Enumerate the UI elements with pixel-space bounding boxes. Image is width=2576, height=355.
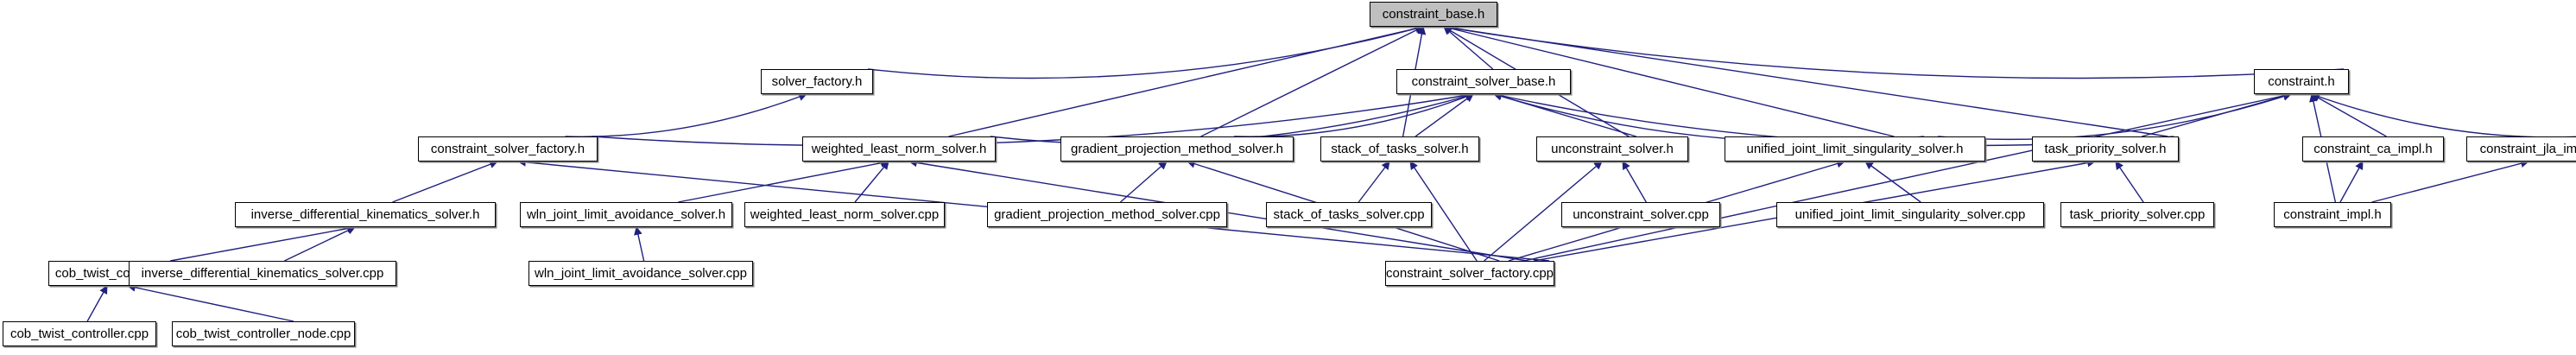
graph-node-stack-of-tasks-solver-cpp[interactable]: stack_of_tasks_solver.cpp: [1266, 202, 1432, 227]
graph-node-constraint-impl-h[interactable]: constraint_impl.h: [2274, 202, 2391, 227]
graph-node-label: unified_joint_limit_singularity_solver.h: [1746, 142, 1964, 156]
graph-node-label: inverse_differential_kinematics_solver.h: [250, 207, 480, 222]
graph-node-label: gradient_projection_method_solver.h: [1071, 142, 1283, 156]
graph-node-label: gradient_projection_method_solver.cpp: [994, 207, 1220, 222]
graph-edge: [1409, 161, 1478, 262]
graph-edge: [1358, 161, 1390, 203]
graph-edge: [1200, 26, 1424, 137]
graph-node-label: constraint.h: [2268, 74, 2335, 89]
graph-edge: [2311, 92, 2576, 138]
graph-node-stack-of-tasks-solver-h[interactable]: stack_of_tasks_solver.h: [1320, 136, 1479, 162]
graph-edge: [1443, 24, 1895, 137]
graph-edge: [1119, 161, 1168, 203]
graph-node-label: inverse_differential_kinematics_solver.c…: [141, 266, 384, 281]
graph-node-label: stack_of_tasks_solver.cpp: [1273, 207, 1425, 222]
graph-node-constraint-h[interactable]: constraint.h: [2254, 69, 2349, 94]
graph-edge: [1484, 161, 1603, 262]
graph-edge: [854, 161, 889, 203]
graph-node-label: cob_twist_controller.cpp: [9, 326, 149, 341]
graph-edge: [127, 283, 294, 322]
graph-node-label: unconstraint_solver.h: [1551, 142, 1674, 156]
graph-node-label: solver_factory.h: [771, 74, 863, 89]
graph-node-wln-joint-limit-avoidance-solver-cpp[interactable]: wln_joint_limit_avoidance_solver.cpp: [528, 261, 753, 286]
graph-node-unified-joint-limit-singularity-solver-h[interactable]: unified_joint_limit_singularity_solver.h: [1725, 136, 1985, 162]
graph-node-label: constraint_jla_impl.h: [2479, 142, 2576, 156]
graph-edge: [1864, 161, 1921, 203]
graph-node-label: weighted_least_norm_solver.h: [811, 142, 987, 156]
graph-edge: [1622, 161, 1647, 203]
graph-edge: [2339, 161, 2364, 203]
graph-node-label: constraint_solver_factory.cpp: [1386, 266, 1554, 281]
graph-node-cob-twist-controller-cpp[interactable]: cob_twist_controller.cpp: [3, 321, 156, 346]
graph-node-label: unconstraint_solver.cpp: [1573, 207, 1709, 222]
graph-edge: [170, 224, 356, 262]
graph-node-constraint-base-h[interactable]: constraint_base.h: [1370, 2, 1497, 27]
graph-node-label: cob_twist_controller_node.cpp: [175, 326, 351, 341]
graph-node-task-priority-solver-cpp[interactable]: task_priority_solver.cpp: [2060, 202, 2214, 227]
graph-node-gradient-projection-method-solver-cpp[interactable]: gradient_projection_method_solver.cpp: [987, 202, 1227, 227]
graph-node-label: constraint_solver_base.h: [1411, 74, 1556, 89]
graph-edge: [1493, 92, 1925, 143]
graph-node-wln-joint-limit-avoidance-solver-h[interactable]: wln_joint_limit_avoidance_solver.h: [520, 202, 732, 227]
graph-node-unconstraint-solver-h[interactable]: unconstraint_solver.h: [1536, 136, 1688, 162]
graph-node-gradient-projection-method-solver-h[interactable]: gradient_projection_method_solver.h: [1060, 136, 1294, 162]
graph-node-label: task_priority_solver.h: [2044, 142, 2167, 156]
graph-edge: [2371, 159, 2529, 203]
graph-edge: [1233, 92, 1474, 137]
graph-node-label: stack_of_tasks_solver.h: [1331, 142, 1469, 156]
graph-node-label: weighted_least_norm_solver.cpp: [750, 207, 940, 222]
graph-edge: [948, 24, 1424, 137]
graph-node-inverse-differential-kinematics-solver-h[interactable]: inverse_differential_kinematics_solver.h: [235, 202, 496, 227]
graph-edge: [86, 285, 108, 322]
graph-edge: [592, 91, 1474, 147]
graph-node-label: task_priority_solver.cpp: [2069, 207, 2206, 222]
graph-node-constraint-ca-impl-h[interactable]: constraint_ca_impl.h: [2302, 136, 2444, 162]
graph-node-label: wln_joint_limit_avoidance_solver.h: [526, 207, 726, 222]
graph-edge: [1443, 23, 2168, 137]
graph-edge: [2115, 161, 2144, 203]
graph-node-label: unified_joint_limit_singularity_solver.c…: [1794, 207, 2026, 222]
graph-edge: [392, 160, 498, 203]
graph-node-solver-factory-h[interactable]: solver_factory.h: [761, 69, 873, 94]
graph-edge: [565, 92, 807, 137]
graph-edge: [1523, 92, 2292, 262]
graph-node-constraint-solver-base-h[interactable]: constraint_solver_base.h: [1396, 69, 1571, 94]
graph-edge: [1443, 23, 2345, 79]
graph-node-label: constraint_base.h: [1382, 7, 1485, 22]
graph-node-label: constraint_solver_factory.h: [430, 142, 585, 156]
graph-node-task-priority-solver-h[interactable]: task_priority_solver.h: [2032, 136, 2179, 162]
graph-node-unconstraint-solver-cpp[interactable]: unconstraint_solver.cpp: [1561, 202, 1720, 227]
graph-node-constraint-jla-impl-h[interactable]: constraint_jla_impl.h: [2466, 136, 2576, 162]
graph-edge: [2311, 93, 2387, 137]
graph-edge: [678, 158, 889, 203]
graph-node-inverse-differential-kinematics-solver-cpp[interactable]: inverse_differential_kinematics_solver.c…: [129, 261, 396, 286]
graph-edge: [867, 24, 1424, 79]
graph-edge: [1415, 93, 1474, 137]
graph-node-label: wln_joint_limit_avoidance_solver.cpp: [535, 266, 747, 281]
graph-node-constraint-solver-factory-cpp[interactable]: constraint_solver_factory.cpp: [1385, 261, 1554, 286]
graph-node-label: constraint_ca_impl.h: [2313, 142, 2433, 156]
graph-node-unified-joint-limit-singularity-solver-cpp[interactable]: unified_joint_limit_singularity_solver.c…: [1776, 202, 2044, 227]
graph-node-label: constraint_impl.h: [2283, 207, 2382, 222]
graph-node-constraint-solver-factory-h[interactable]: constraint_solver_factory.h: [418, 136, 598, 162]
graph-edge: [284, 226, 356, 262]
graph-edge: [634, 226, 645, 262]
graph-node-cob-twist-controller-node-cpp[interactable]: cob_twist_controller_node.cpp: [172, 321, 355, 346]
graph-node-weighted-least-norm-solver-h[interactable]: weighted_least_norm_solver.h: [802, 136, 996, 162]
graph-node-weighted-least-norm-solver-cpp[interactable]: weighted_least_norm_solver.cpp: [744, 202, 945, 227]
